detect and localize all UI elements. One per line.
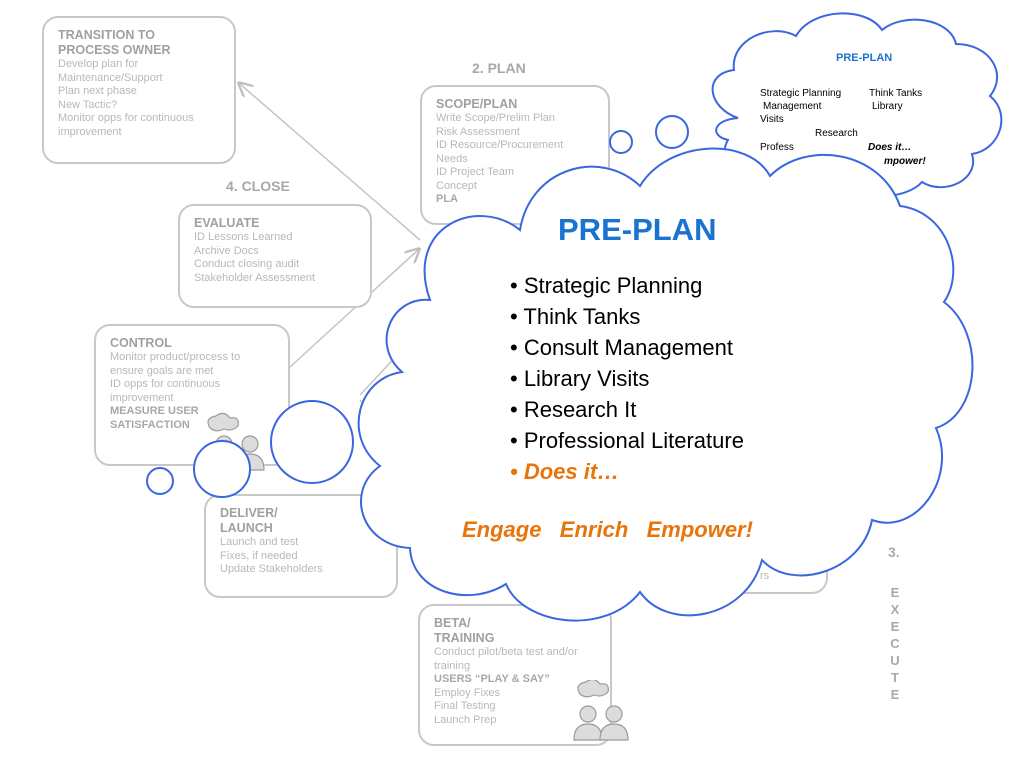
small-cloud-item: Think Tanks [869,88,923,99]
thought-bubble [270,400,354,484]
small-cloud-item: Profess [760,142,794,153]
thought-bubble [193,440,251,498]
transition-title: TRANSITION TO PROCESS OWNER [58,28,171,57]
scope-line: PLA [436,193,458,205]
beta-training-box: BETA/ TRAINING Conduct pilot/beta test a… [418,604,612,746]
control-title: CONTROL [110,336,172,350]
small-cloud-item: Visits [760,114,784,125]
big-cloud-item: • Consult Management [510,335,733,360]
transition-line: Develop plan for [58,58,139,70]
transition-line: Plan next phase [58,85,137,97]
deliver-line: Update Stakeholders [220,563,323,575]
beta-line: Launch Prep [434,713,497,726]
control-line: ID opps for continuous [110,378,221,390]
transition-box: TRANSITION TO PROCESS OWNER Develop plan… [42,16,236,164]
small-cloud-item: Does it… [868,142,912,153]
transition-line: New Tactic? [58,98,118,111]
phase-close-label: 4. CLOSE [226,178,290,194]
big-cloud-item: • Library Visits [510,366,650,391]
deliver-title: DELIVER/ LAUNCH [220,506,278,535]
deliver-line: Fixes, if needed [220,549,298,562]
transition-line: Maintenance/Support [58,71,163,84]
evaluate-line: Conduct closing audit [194,258,300,270]
beta-line: Final Testing [434,700,496,712]
transition-line: improvement [58,125,122,138]
beta-title: BETA/ TRAINING [434,616,495,645]
control-line: Monitor product/process to [110,351,241,363]
evaluate-title: EVALUATE [194,216,260,230]
scope-line: Concept [436,179,477,192]
phase-plan-label: 2. PLAN [472,60,526,76]
big-cloud-item: • Professional Literature [510,428,744,453]
control-line: improvement [110,391,174,404]
scope-title: SCOPE/PLAN [436,97,518,111]
control-box: CONTROL Monitor product/process to ensur… [94,324,290,466]
small-cloud-item: Management [763,101,822,112]
beta-line: training [434,659,471,672]
big-cloud-item: • Research It [510,397,637,422]
evaluate-line: Archive Docs [194,244,259,257]
scope-line: ID Resource/Procurement [436,139,564,151]
small-cloud-item: mpower! [884,156,926,167]
big-cloud-shape [357,147,974,622]
hidden-right-fragment: rs [760,570,770,582]
small-cloud-item: Strategic Planning [760,88,842,99]
evaluate-line: Stakeholder Assessment [194,271,316,284]
small-cloud-title: PRE-PLAN [836,52,893,64]
scope-line: Risk Assessment [436,125,520,138]
thought-bubble [609,130,633,154]
phase-execute-number: 3. [888,544,900,560]
small-cloud-item: Research [815,128,858,139]
big-cloud-title: PRE-PLAN [558,212,717,247]
phase-execute-letters: E X E C U T E [890,585,900,702]
big-cloud-item: • Think Tanks [510,304,641,329]
scope-line: Needs [436,152,468,165]
thought-bubble [655,115,689,149]
deliver-line: Launch and test [220,536,299,548]
big-cloud-highlight: • Does it… [510,459,620,484]
arrow-close-to-transition [240,84,421,241]
scope-line: Write Scope/Prelim Plan [436,112,556,124]
arrow-control-to-plan [289,250,418,368]
people-icon [573,680,629,741]
big-cloud-item: • Strategic Planning [510,273,703,298]
small-cloud-item: Library [872,101,903,112]
beta-line: Employ Fixes [434,686,501,699]
big-cloud-list: • Strategic Planning • Think Tanks • Con… [510,270,744,487]
beta-bold-line: USERS “PLAY & SAY” [434,673,550,685]
control-bold-line: MEASURE USER SATISFACTION [110,405,199,431]
beta-line: Conduct pilot/beta test and/or [434,646,578,658]
thought-bubble [146,467,174,495]
big-cloud-tagline: Engage Enrich Empower! [462,517,753,542]
evaluate-line: ID Lessons Learned [194,231,293,243]
scope-line: ID Project Team [436,166,515,178]
control-line: ensure goals are met [110,364,214,377]
transition-line: Monitor opps for continuous [58,112,194,124]
evaluate-box: EVALUATE ID Lessons Learned Archive Docs… [178,204,372,308]
